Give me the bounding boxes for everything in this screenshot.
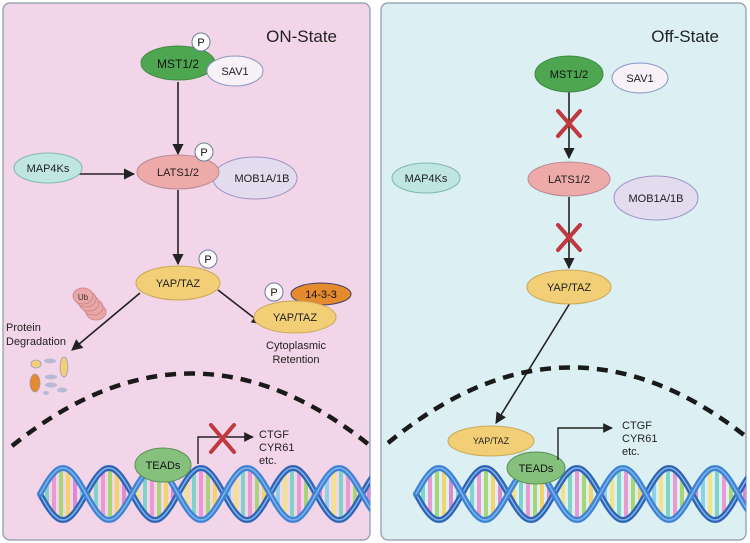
on-lats-phospho-badge (194, 142, 214, 162)
on-mob-label: MOB1A/1B (234, 173, 289, 185)
on-transcription-arrow (197, 432, 254, 464)
off-target-ctgf: CTGF (622, 420, 652, 432)
off-panel-title: Off-State (651, 27, 719, 46)
off-nuclear-envelope (386, 365, 746, 445)
off-mst-node (534, 55, 604, 93)
off-lats-yap-block-x (556, 223, 582, 252)
off-yap-label: YAP/TAZ (547, 282, 591, 294)
off-target-etc: etc. (622, 446, 640, 458)
retention-label-line1: Cytoplasmic (266, 340, 326, 352)
on-yap-phospho-label: P (204, 254, 211, 266)
on-mst-phospho-label: P (197, 37, 204, 49)
off-yap-node (526, 269, 612, 305)
on-yap-phospho-badge (198, 249, 218, 269)
on-state-panel: ON-State MST1/2 P SAV1 MAP4Ks MOB1A/1B L… (2, 2, 371, 541)
off-transcription-arrow (557, 423, 613, 460)
arrow-off-yap-to-nucleus (495, 302, 571, 424)
protein-14-3-3-label: 14-3-3 (305, 289, 337, 301)
arrow-yap-to-degradation (71, 292, 141, 351)
on-transcription-block-x (209, 423, 236, 454)
off-sav-label: SAV1 (626, 73, 653, 85)
on-map4k-label: MAP4Ks (27, 163, 70, 175)
on-sav-label: SAV1 (221, 66, 248, 78)
retention-label-line2: Retention (272, 354, 319, 366)
on-yap-retained-label: YAP/TAZ (273, 312, 317, 324)
degradation-label-line2: Degradation (6, 336, 66, 348)
on-mst-label: MST1/2 (157, 57, 199, 71)
on-yap-retained-phospho-badge (264, 282, 284, 302)
on-lats-phospho-label: P (200, 147, 207, 159)
ub-label: Ub (78, 293, 89, 302)
degraded-protein-fragments (29, 356, 69, 395)
dna-strand-highlight (39, 467, 370, 521)
on-teads-label: TEADs (146, 460, 181, 472)
off-mst-lats-block-x (556, 109, 582, 138)
dna-strand-highlight (415, 467, 746, 521)
on-mst-phospho-badge (191, 32, 211, 52)
off-teads-label: TEADs (519, 463, 554, 475)
off-mst-label: MST1/2 (550, 69, 589, 81)
on-map4k-node (13, 152, 83, 184)
off-teads-node (506, 451, 566, 485)
off-lats-node (527, 161, 611, 197)
off-map4k-node (391, 162, 461, 194)
off-target-cyr61: CYR61 (622, 433, 657, 445)
off-state-panel: Off-State MST1/2 SAV1 MAP4Ks LATS1/2 MOB… (380, 2, 747, 541)
off-mob-label: MOB1A/1B (628, 193, 683, 205)
on-yap-retained-phospho-label: P (270, 287, 277, 299)
on-target-etc: etc. (259, 455, 277, 467)
on-sav-node (206, 55, 264, 87)
off-yap-nuclear-node (447, 425, 535, 457)
dna-strand-highlight (39, 467, 370, 521)
on-target-cyr61: CYR61 (259, 442, 294, 454)
off-lats-label: LATS1/2 (548, 174, 590, 186)
on-target-ctgf: CTGF (259, 429, 289, 441)
on-yap-label: YAP/TAZ (156, 278, 200, 290)
on-yap-retained-node (253, 300, 337, 334)
off-sav-node (611, 62, 669, 94)
degradation-label-line1: Protein (6, 322, 41, 334)
on-panel-title: ON-State (266, 27, 337, 46)
off-mob-node (613, 175, 699, 221)
ubiquitin-chain: Ub (72, 287, 107, 321)
off-map4k-label: MAP4Ks (405, 173, 448, 185)
on-lats-label: LATS1/2 (157, 167, 199, 179)
on-teads-node (134, 447, 192, 483)
on-nuclear-envelope (10, 371, 370, 448)
dna-strand-highlight (415, 467, 746, 521)
on-lats-node (136, 154, 220, 190)
off-yap-nuclear-label: YAP/TAZ (473, 436, 510, 446)
on-yap-node (135, 265, 221, 301)
